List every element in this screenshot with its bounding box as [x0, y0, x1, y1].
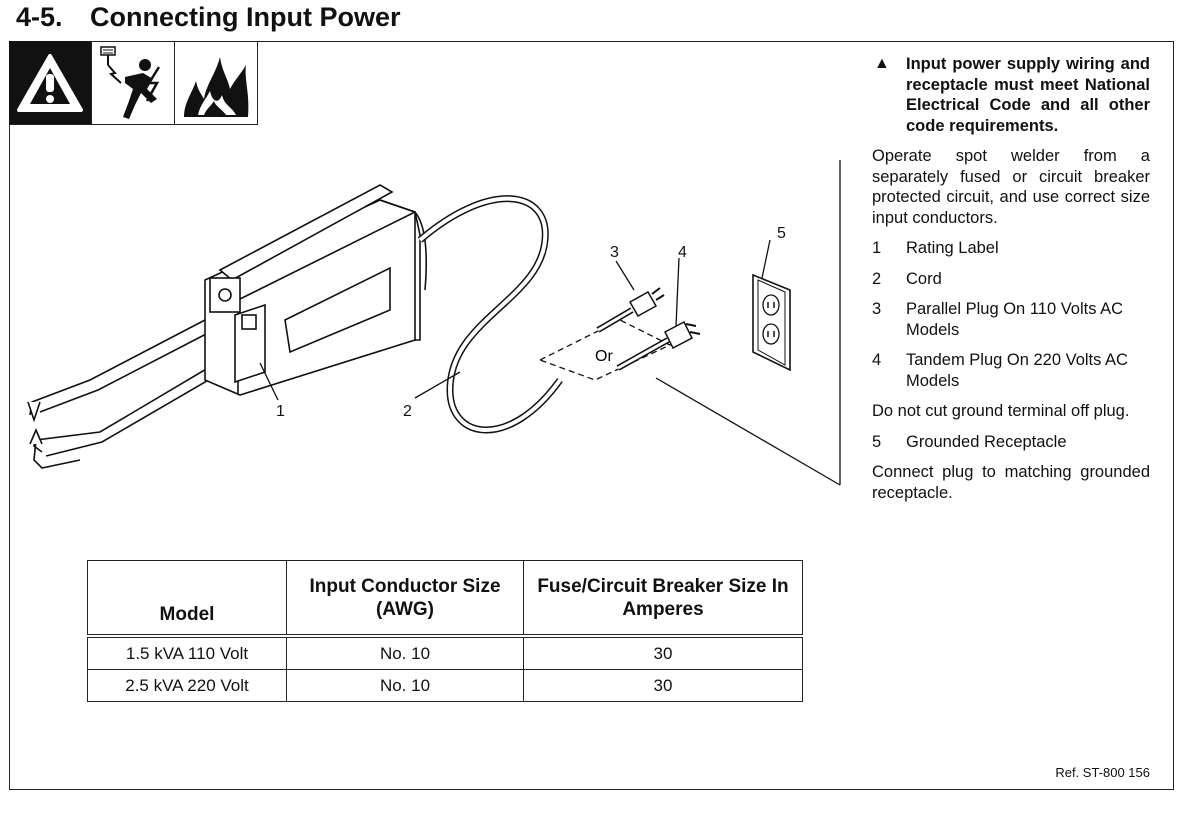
grounded-receptacle	[752, 273, 791, 372]
list-item: 2 Cord	[872, 269, 942, 288]
or-label: Or	[595, 348, 613, 365]
reference-code: Ref. ST-800 156	[1055, 765, 1150, 780]
column-header-conductor: Input Conductor Size (AWG)	[286, 560, 524, 637]
list-item: 1 Rating Label	[872, 239, 999, 257]
instructions-panel: ▲ Input power supply wiring and receptac…	[872, 54, 1150, 503]
electric-shock-icon	[92, 41, 175, 125]
parallel-plug	[596, 287, 665, 333]
table-row: 1.5 kVA 110 Volt No. 10 30	[87, 635, 803, 670]
warning-block: ▲ Input power supply wiring and receptac…	[874, 54, 1150, 136]
list-item: 5 Grounded Receptacle	[872, 432, 1067, 451]
section-title: Connecting Input Power	[90, 2, 401, 32]
section-number: 4-5.	[16, 2, 63, 32]
conductor-spec-table: Model Input Conductor Size (AWG) Fuse/Ci…	[87, 560, 803, 702]
column-header-model: Model	[87, 560, 287, 637]
warning-text: Input power supply wiring and receptacle…	[906, 55, 1150, 135]
page-title: 4-5. Connecting Input Power	[16, 0, 401, 34]
warning-triangle-small-icon: ▲	[874, 55, 890, 72]
fire-hazard-icon	[175, 41, 258, 125]
content-frame	[9, 41, 1174, 790]
callout-3: 3	[610, 244, 619, 261]
note-text: Do not cut ground terminal off plug.	[872, 402, 1130, 420]
callout-1: 1	[276, 403, 285, 420]
list-item: 4 Tandem Plug On 220 Volts AC Models	[872, 351, 1128, 390]
callout-4: 4	[678, 244, 687, 261]
table-row: 2.5 kVA 220 Volt No. 10 30	[87, 669, 803, 702]
spot-welder	[27, 184, 428, 469]
hazard-icons	[9, 41, 258, 125]
warning-triangle-icon	[9, 41, 92, 125]
tandem-plug	[616, 320, 701, 371]
callout-5: 5	[777, 225, 786, 242]
table-header-row: Model Input Conductor Size (AWG) Fuse/Ci…	[87, 560, 803, 637]
connect-text: Connect plug to matching grounded recept…	[872, 463, 1150, 502]
list-item: 3 Parallel Plug On 110 Volts AC Models	[872, 300, 1124, 339]
power-connection-diagram: Or 1 2 3 4 5	[27, 160, 841, 486]
column-header-fuse: Fuse/Circuit Breaker Size In Amperes	[523, 560, 803, 637]
callout-2: 2	[403, 403, 412, 420]
intro-text: Operate spot welder from a separately fu…	[872, 147, 1150, 227]
